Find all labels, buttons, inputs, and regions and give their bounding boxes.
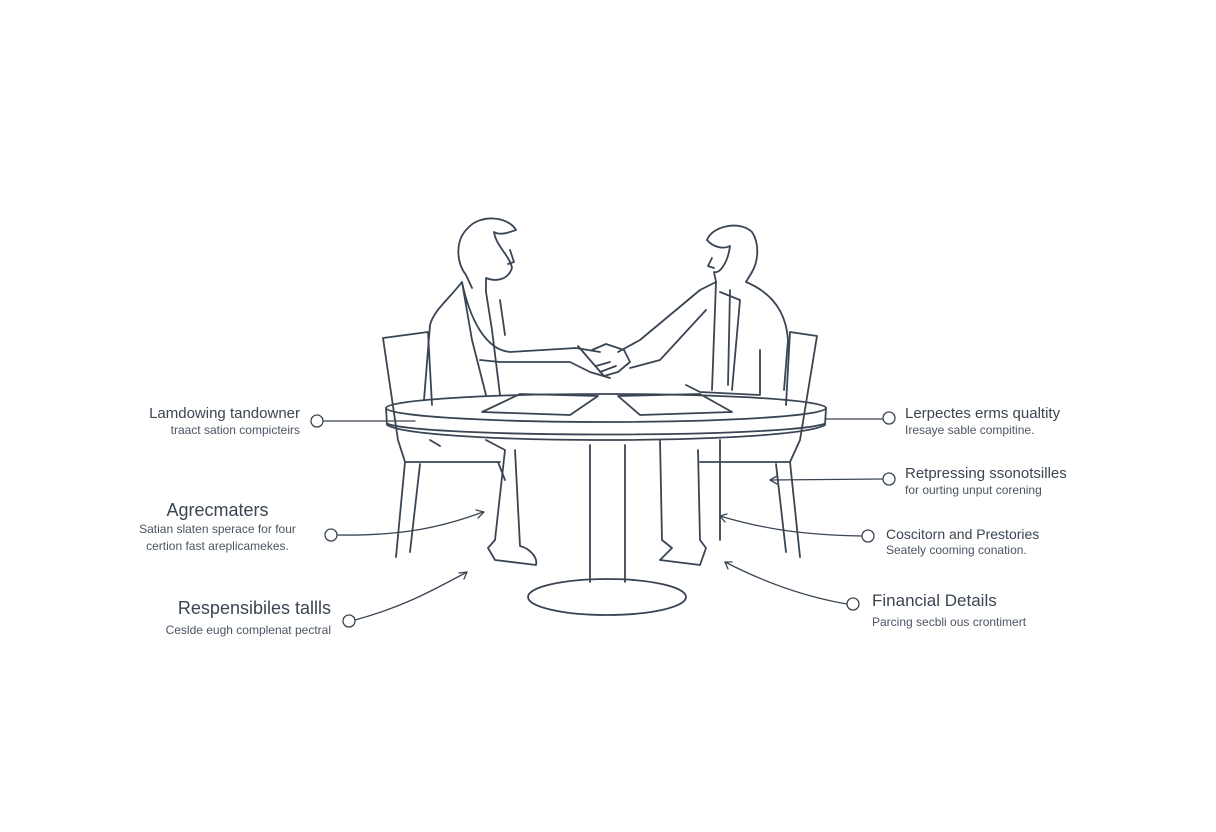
right-label-3: Coscitorn and Prestories Seately cooming…	[886, 526, 1039, 559]
label-title: Respensibiles tallls	[177, 598, 331, 618]
left-label-1: Lamdowing tandowner traact sation compic…	[120, 405, 300, 439]
label-desc: Ceslde eugh complenat pectral	[165, 623, 331, 637]
label-desc: Satian slaten sperace for four	[139, 522, 296, 536]
right-label-2: Retpressing ssonotsilles for ourting unp…	[905, 465, 1067, 499]
left-chair	[382, 331, 506, 558]
left-label-2: Agrecmaters Satian slaten sperace for fo…	[120, 500, 315, 555]
label-desc: traact sation compicteirs	[170, 423, 300, 437]
label-title: Agrecmaters	[166, 500, 269, 520]
right-person	[617, 224, 789, 566]
handshake	[577, 343, 631, 377]
label-title: Financial Details	[872, 591, 997, 610]
label-title: Coscitorn and Prestories	[886, 526, 1040, 542]
left-label-3: Respensibiles tallls Ceslde eugh complen…	[120, 598, 331, 639]
right-chair	[699, 331, 818, 558]
label-desc: for ourting unput corening	[905, 483, 1042, 497]
connectors	[310, 411, 896, 628]
left-person	[423, 217, 611, 566]
label-desc: certion fast areplicamekes.	[146, 539, 289, 553]
right-label-1: Lerpectes erms qualtity Iresaye sable co…	[905, 405, 1060, 439]
label-desc: Iresaye sable compitine.	[905, 423, 1035, 437]
round-table	[385, 393, 827, 616]
label-title: Lerpectes erms qualtity	[905, 405, 1061, 422]
label-title: Lamdowing tandowner	[149, 405, 300, 422]
right-label-4: Financial Details Parcing secbli ous cro…	[872, 591, 1026, 631]
label-desc: Parcing secbli ous crontimert	[872, 615, 1027, 629]
label-title: Retpressing ssonotsilles	[905, 465, 1067, 482]
label-desc: Seately cooming conation.	[886, 543, 1027, 557]
